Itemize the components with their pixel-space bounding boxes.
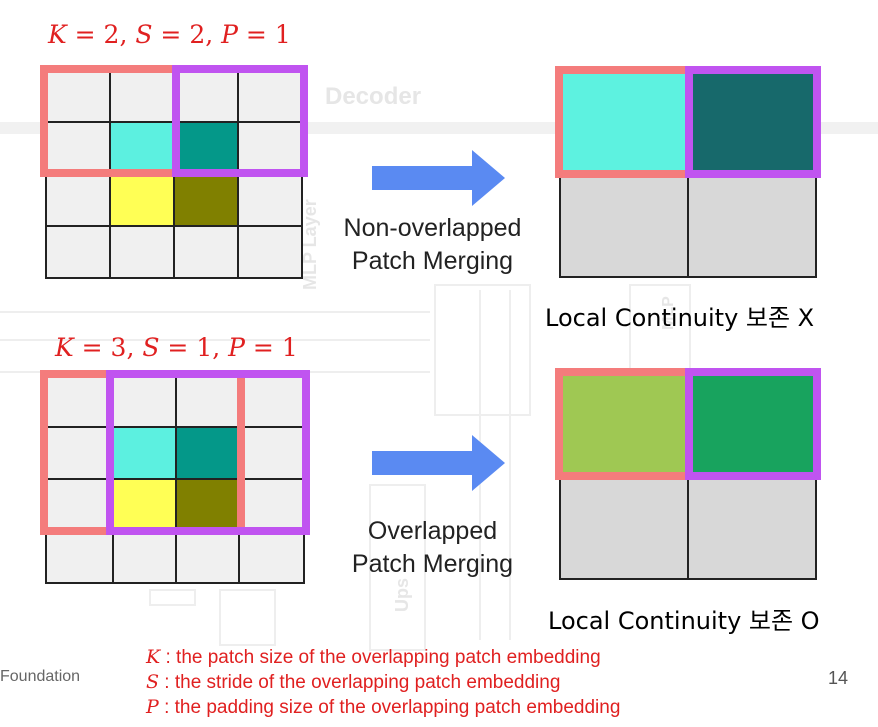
- bottom-cell-yellow: [113, 479, 176, 531]
- bottom-cell-cyan: [113, 427, 176, 479]
- legend-item-p: P : the padding size of the overlapping …: [146, 696, 621, 718]
- bottom-equation: K = 3, S = 1, P = 1: [55, 333, 298, 362]
- bottom-output-darkgreen: [690, 375, 814, 474]
- footer-text: Foundation: [0, 668, 81, 685]
- bottom-result-label: Local Continuity 보존 O: [548, 607, 820, 635]
- top-cell-teal: [174, 122, 238, 174]
- bottom-input-grid: [40, 370, 310, 584]
- bottom-cell-teal: [176, 427, 239, 479]
- bottom-output-grid: [555, 368, 821, 580]
- top-output-cyan: [562, 73, 686, 172]
- page-number: 14: [828, 668, 849, 688]
- top-result-label: Local Continuity 보존 X: [545, 304, 815, 332]
- top-input-grid: [40, 65, 308, 279]
- ghost-decoder-label: Decoder: [325, 83, 422, 110]
- bottom-output-purple-frame: [685, 368, 821, 480]
- top-output-grid: [555, 66, 821, 278]
- bottom-purple-frame: [106, 370, 310, 535]
- bottom-output-green: [562, 375, 686, 474]
- bottom-cell-olive: [176, 479, 239, 531]
- legend-item-k: K : the patch size of the overlapping pa…: [146, 646, 601, 668]
- top-cell-yellow: [110, 174, 174, 226]
- bottom-arrow: [372, 435, 505, 491]
- top-arrow: [372, 150, 505, 206]
- top-cell-olive: [174, 174, 238, 226]
- bottom-merge-label: Overlapped Patch Merging: [351, 517, 514, 578]
- top-merge-label: Non-overlapped Patch Merging: [343, 214, 522, 275]
- top-equation: K = 2, S = 2, P = 1: [48, 20, 291, 49]
- legend: K : the patch size of the overlapping pa…: [146, 645, 620, 720]
- top-output-teal: [690, 73, 814, 172]
- top-cell-cyan: [110, 122, 174, 174]
- top-output-purple-frame: [685, 66, 821, 178]
- top-purple-frame: [172, 65, 308, 177]
- legend-item-s: S : the stride of the overlapping patch …: [146, 671, 561, 693]
